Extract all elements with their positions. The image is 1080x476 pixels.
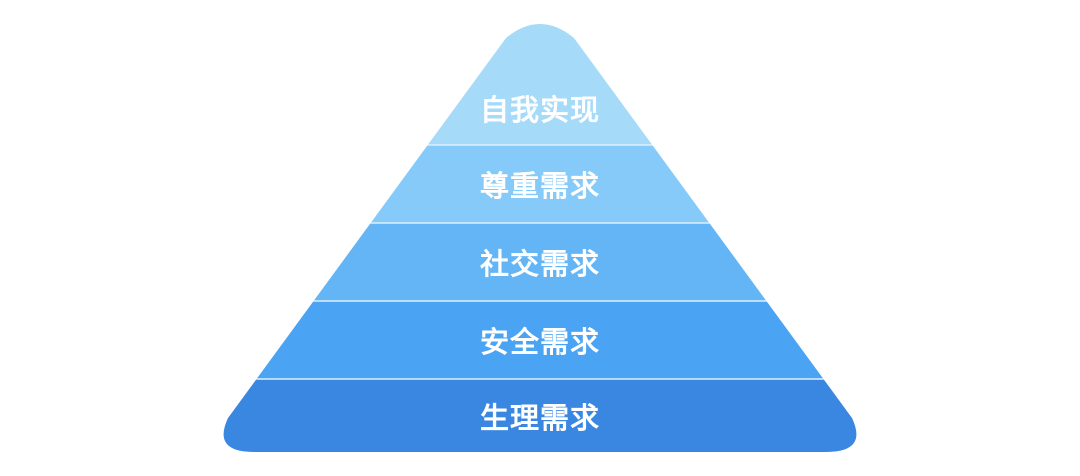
- tier-label-self-actualization: 自我实现: [480, 93, 600, 127]
- tier-label-safety: 安全需求: [480, 325, 600, 359]
- tier-label-esteem: 尊重需求: [480, 169, 600, 203]
- tier-safety: [223, 301, 857, 379]
- tier-physiological: [223, 379, 857, 452]
- tier-label-social: 社交需求: [480, 247, 600, 281]
- tier-label-physiological: 生理需求: [480, 401, 600, 435]
